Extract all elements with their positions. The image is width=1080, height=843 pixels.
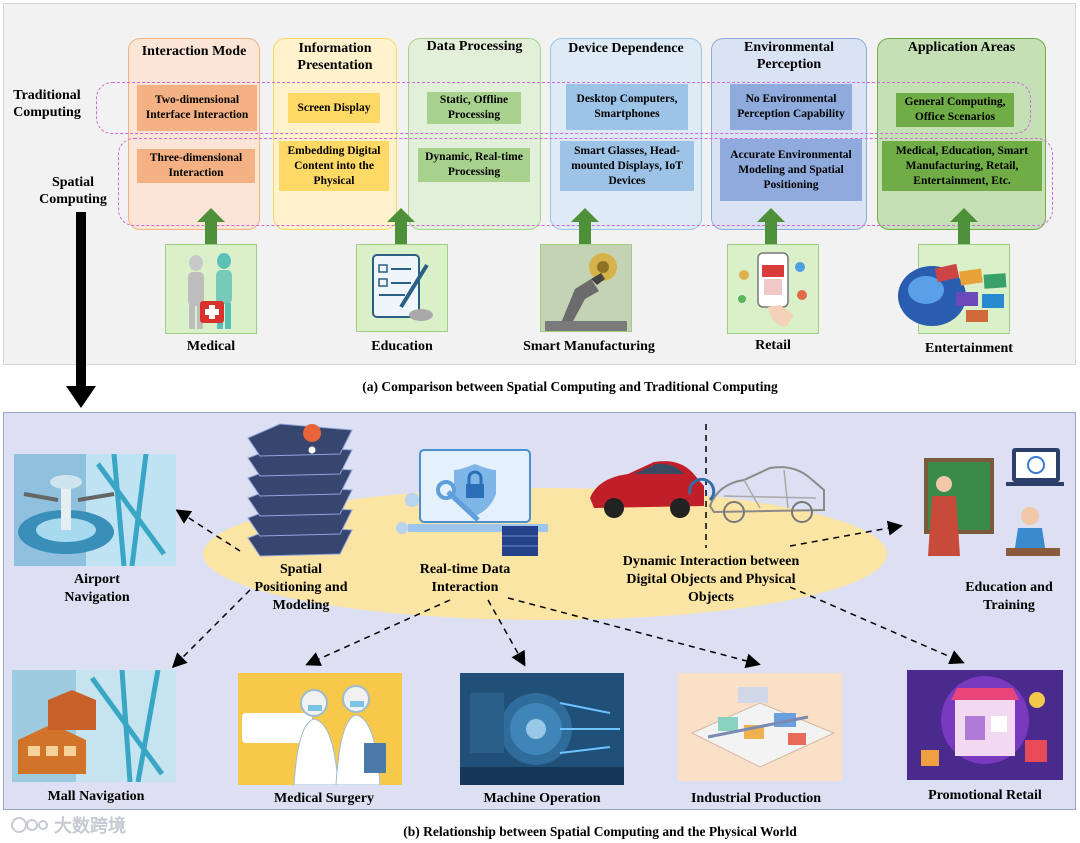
column-interaction-mode <box>128 38 260 230</box>
column-title: Data Processing <box>426 39 523 54</box>
medical-surgery-label: Medical Surgery <box>274 791 374 806</box>
promotional-retail-label: Promotional Retail <box>928 788 1042 803</box>
car-image <box>590 461 825 523</box>
medical-image <box>165 244 257 334</box>
promotional-retail-image <box>907 670 1063 780</box>
caption-a: (a) Comparison between Spatial Computing… <box>362 379 778 394</box>
watermark-text: 大数跨境 <box>54 816 126 837</box>
column-title: Device Dependence <box>568 41 684 56</box>
up-arrow-shaft <box>395 222 407 244</box>
spatial-cell: Embedding Digital Content into the Physi… <box>279 141 389 191</box>
core-ellipse <box>203 488 887 620</box>
dynamic-interaction-label: Dynamic Interaction between Digital Obje… <box>622 554 800 605</box>
spatial-cell: Dynamic, Real-time Processing <box>418 148 530 182</box>
education-training-image <box>908 446 1064 578</box>
medical-surgery-image <box>238 673 402 785</box>
smart-manufacturing-image <box>540 244 632 332</box>
up-arrow-shaft <box>958 222 970 244</box>
domain-label: Retail <box>755 338 791 353</box>
traditional-cell: Two-dimensional Interface Interaction <box>137 85 257 131</box>
column-title: Interaction Mode <box>141 44 247 59</box>
column-application-areas <box>877 38 1046 230</box>
watermark: 大数跨境 <box>10 812 126 838</box>
machine-operation-image <box>460 673 624 785</box>
traditional-cell: Static, Offline Processing <box>427 92 521 124</box>
up-arrow-shaft <box>205 222 217 244</box>
traditional-cell: Desktop Computers, Smartphones <box>566 84 688 130</box>
watermark-logo-icon <box>11 817 48 833</box>
retail-image <box>727 244 819 334</box>
up-arrow-shaft <box>765 222 777 244</box>
domain-label: Education <box>371 339 433 354</box>
spatial-computing-label: Spatial Computing <box>39 175 107 207</box>
column-device-dependence <box>550 38 702 230</box>
column-information-presentation <box>273 38 397 230</box>
traditional-cell: General Computing, Office Scenarios <box>896 93 1014 127</box>
up-arrow-icon <box>950 208 978 222</box>
column-title: Information Presentation <box>297 41 373 73</box>
up-arrow-icon <box>197 208 225 222</box>
industrial-production-label: Industrial Production <box>690 791 822 806</box>
airport-navigation-label: Airport Navigation <box>64 572 130 605</box>
education-training-label: Education and Training <box>965 580 1053 613</box>
realtime-data-label: Real-time Data Interaction <box>419 562 511 595</box>
spatial-cell: Smart Glasses, Head-mounted Displays, Io… <box>560 141 694 191</box>
domain-label: Entertainment <box>925 341 1013 356</box>
up-arrow-icon <box>757 208 785 222</box>
spatial-cell: Accurate Environmental Modeling and Spat… <box>720 139 862 201</box>
column-data-processing <box>408 38 541 230</box>
up-arrow-icon <box>387 208 415 222</box>
traditional-computing-label: Traditional Computing <box>13 88 81 120</box>
traditional-cell: No Environmental Perception Capability <box>730 84 852 130</box>
spatial-cell: Three-dimensional Interaction <box>137 149 255 183</box>
city-map-image <box>247 423 353 557</box>
spatial-positioning-label: Spatial Positioning and Modeling <box>254 562 348 613</box>
traditional-band <box>96 82 1031 134</box>
education-image <box>356 244 448 332</box>
machine-operation-label: Machine Operation <box>483 791 601 806</box>
data-security-image <box>396 449 548 556</box>
industrial-production-image <box>678 673 842 781</box>
mall-navigation-label: Mall Navigation <box>47 789 145 804</box>
domain-label: Medical <box>186 339 236 354</box>
up-arrow-icon <box>571 208 599 222</box>
traditional-cell: Screen Display <box>288 93 380 123</box>
up-arrow-shaft <box>579 222 591 244</box>
down-arrow-shaft <box>76 212 86 388</box>
column-title: Application Areas <box>907 40 1016 55</box>
column-title: Environmental Perception <box>744 40 834 72</box>
caption-b: (b) Relationship between Spatial Computi… <box>403 824 797 839</box>
down-arrow-icon <box>66 386 96 408</box>
domain-label: Smart Manufacturing <box>523 339 655 354</box>
airport-navigation-image <box>14 454 176 566</box>
spatial-cell: Medical, Education, Smart Manufacturing,… <box>882 141 1042 191</box>
mall-navigation-image <box>12 670 176 782</box>
entertainment-globe-image <box>898 263 1007 326</box>
